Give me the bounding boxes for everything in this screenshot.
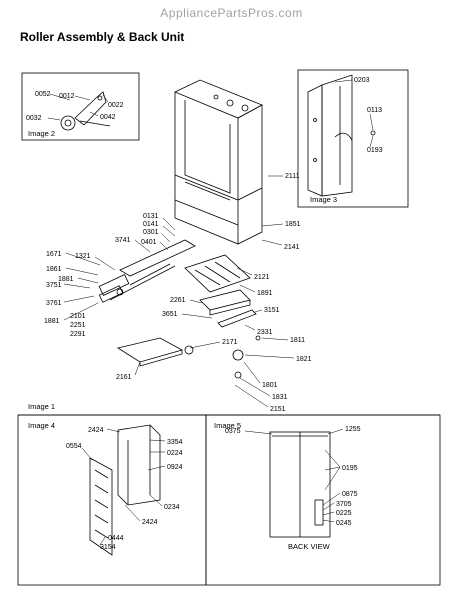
caption-image4: Image 4 xyxy=(28,421,55,430)
part-label: 2291 xyxy=(70,331,86,338)
part-label: 1851 xyxy=(285,221,301,228)
part-label: 3741 xyxy=(115,237,131,244)
part-label: 1255 xyxy=(345,426,361,433)
watermark: AppliancePartsPros.com xyxy=(160,6,303,20)
caption-image3: Image 3 xyxy=(310,195,337,204)
part-label: 1881 xyxy=(58,276,74,283)
part-label: 2261 xyxy=(170,297,186,304)
caption-image2: Image 2 xyxy=(28,129,55,138)
part-label: 2424 xyxy=(88,427,104,434)
part-label: 3651 xyxy=(162,311,178,318)
part-label: 3761 xyxy=(46,300,62,307)
part-label: 0193 xyxy=(367,147,383,154)
part-label: 1861 xyxy=(46,266,62,273)
part-label: 0401 xyxy=(141,239,157,246)
part-label: 2151 xyxy=(270,406,286,413)
main-cabinet xyxy=(174,79,263,245)
part-label: 1801 xyxy=(262,382,278,389)
part-label: 0195 xyxy=(342,465,358,472)
roller-frame xyxy=(98,239,196,303)
diagram-title: Roller Assembly & Back Unit xyxy=(20,30,185,44)
part-label: 1881 xyxy=(44,318,60,325)
image4-evaporator xyxy=(89,424,161,556)
part-label: 0012 xyxy=(59,93,75,100)
part-label: 0113 xyxy=(367,107,382,114)
image3-back-bracket xyxy=(307,74,376,197)
part-label: 2424 xyxy=(142,519,158,526)
part-label: 0032 xyxy=(26,115,42,122)
part-label: 2331 xyxy=(257,329,273,336)
roller-1801 xyxy=(232,349,244,361)
part-label: 0022 xyxy=(108,102,124,109)
image2-box xyxy=(21,72,140,141)
part-label: 3751 xyxy=(46,282,62,289)
part-label: 0245 xyxy=(336,520,352,527)
part-label: 2171 xyxy=(222,339,238,346)
part-label: 1811 xyxy=(290,337,305,344)
part-label: 0301 xyxy=(143,229,159,236)
part-label: 0375 xyxy=(225,428,241,435)
caption-back-view: BACK VIEW xyxy=(288,542,331,551)
part-label: 2161 xyxy=(116,374,132,381)
image5-back-view xyxy=(269,431,331,538)
part-label: 0141 xyxy=(143,221,159,228)
part-label: 0875 xyxy=(342,491,358,498)
part-label: 0554 xyxy=(66,443,82,450)
screw-1811 xyxy=(255,335,261,341)
part-label: 0052 xyxy=(35,91,51,98)
caption-image1: Image 1 xyxy=(28,402,55,411)
part-label: 0203 xyxy=(354,77,370,84)
roller-1831 xyxy=(234,371,242,379)
part-label: 3154 xyxy=(100,544,116,551)
part-label: 2111 xyxy=(285,173,300,180)
part-label: 0234 xyxy=(164,504,180,511)
caption-image5: Image 5 xyxy=(214,421,241,430)
part-label: 2121 xyxy=(254,274,270,281)
roller-2171 xyxy=(184,345,194,355)
part-label: 3151 xyxy=(264,307,280,314)
part-label: 2251 xyxy=(70,322,86,329)
part-label: 0131 xyxy=(143,213,159,220)
bracket-3151 xyxy=(217,309,257,328)
drain-pan xyxy=(199,289,251,316)
part-label: 1831 xyxy=(272,394,288,401)
grille xyxy=(184,254,251,293)
part-label: 1821 xyxy=(296,356,312,363)
part-label: 0225 xyxy=(336,510,352,517)
part-label: 0224 xyxy=(167,450,183,457)
leader-lines xyxy=(47,79,374,546)
part-label: 1671 xyxy=(46,251,62,258)
part-label: 1891 xyxy=(257,290,273,297)
image3-box xyxy=(297,69,409,208)
image5-box xyxy=(205,414,441,586)
part-label: 2101 xyxy=(70,313,86,320)
part-label: 0042 xyxy=(100,114,116,121)
pan-2161 xyxy=(116,337,184,367)
part-label: 2141 xyxy=(284,244,300,251)
part-label: 0444 xyxy=(108,535,124,542)
part-label: 3354 xyxy=(167,439,183,446)
part-label: 0924 xyxy=(167,464,183,471)
part-label: 1321 xyxy=(75,253,91,260)
part-label: 3705 xyxy=(336,501,352,508)
